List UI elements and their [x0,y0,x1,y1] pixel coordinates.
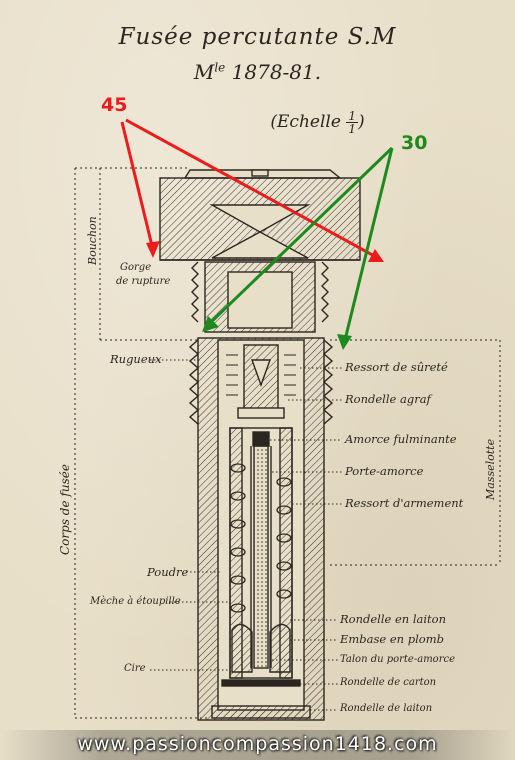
red-annotation-label: 45 [101,94,128,116]
title-line-2-sup: le [214,60,226,75]
scale-text: (Echelle [270,112,347,132]
label-amorce-fulminante: Amorce fulminante [345,432,457,446]
bouchon-cavity [209,204,311,233]
head-thread [191,261,329,323]
green-arrows [202,146,394,350]
safety-spring [226,354,296,396]
label-cire: Cire [124,663,146,674]
label-corps-de-fusee: Corps de fusée [58,464,72,555]
scale-numerator: 1 [346,109,358,123]
label-masselotte: Masselotte [484,438,497,500]
leader-lines [150,359,342,711]
label-bouchon: Bouchon [86,216,99,265]
label-meche: Mèche à étoupille [90,596,181,607]
arming-spring [230,463,292,613]
lead-base-left [231,623,253,673]
label-gorge-2: de rupture [116,276,171,287]
title-line-1: Fusée percutante S.M [118,24,397,50]
scale-denominator: 1 [348,122,356,136]
scale-close: ) [357,112,365,132]
label-ressort-surete: Ressort de sûreté [345,360,448,374]
label-ressort-armement: Ressort d'armement [345,496,464,510]
label-rondelle-laiton-1: Rondelle en laiton [340,612,447,626]
label-rondelle-carton: Rondelle de carton [340,677,437,688]
watermark-text: www.passioncompassion1418.com [77,733,438,755]
label-gorge-1: Gorge [120,262,152,273]
brass-washer [211,705,311,719]
cardboard-washer [221,679,301,687]
label-poudre: Poudre [147,565,189,579]
label-rondelle-laiton-2: Rondelle de laiton [340,703,433,714]
label-rondelle-agraf: Rondelle agraf [345,392,431,406]
title-line-2-suffix: 1878-81. [225,60,322,84]
body-thread [188,339,334,425]
title-line-2-prefix: M [193,60,215,84]
label-porte-amorce: Porte-amorce [345,464,424,478]
label-talon-porte-amorce: Talon du porte-amorce [340,654,455,665]
dimension-lines [74,167,501,719]
title-line-2: Mle 1878-81. [0,60,515,84]
lead-base-right [269,623,291,673]
label-embase-plomb: Embase en plomb [340,632,444,646]
primer-holder-tube [253,445,269,669]
label-rugueux: Rugueux [110,352,162,366]
primer [252,431,270,447]
green-annotation-label: 30 [401,132,428,154]
red-arrows [120,118,384,262]
watermark-bar: www.passioncompassion1418.com [0,730,515,760]
